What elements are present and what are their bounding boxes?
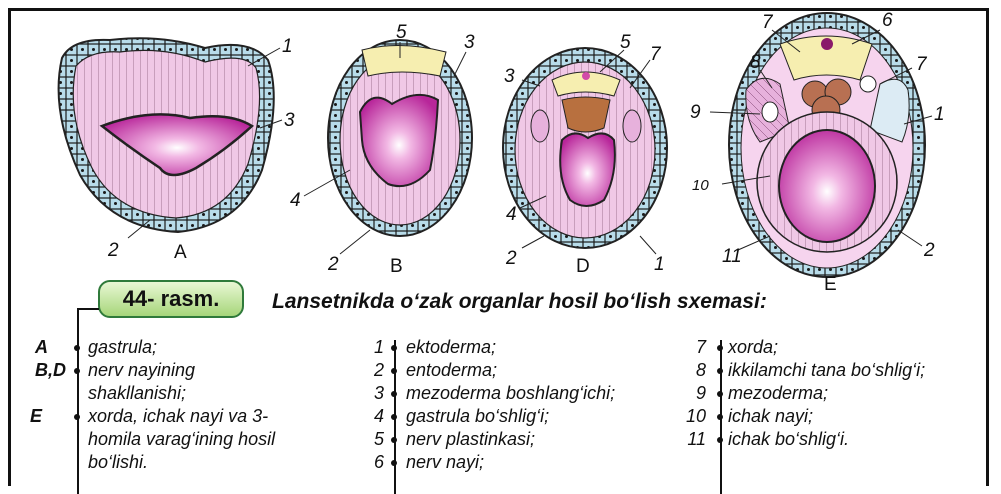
- legend-item: 1 ektoderma;: [360, 336, 700, 359]
- legend-text: xorda, ichak nayi va 3-: [88, 405, 268, 428]
- bullet: [74, 368, 80, 374]
- label-b-3: 3: [464, 32, 475, 53]
- legend-text: homila varag‘ining hosil: [88, 428, 275, 451]
- label-b-4: 4: [290, 190, 301, 211]
- label-d-5: 5: [620, 32, 631, 53]
- legend-number: 6: [360, 451, 384, 474]
- legend-text: ichak nayi;: [728, 405, 813, 428]
- legend-number: 10: [680, 405, 706, 428]
- legend-stages: A gastrula; B,D nerv nayining shakllanis…: [0, 336, 380, 474]
- label-e-2: 2: [923, 240, 935, 261]
- legend-text: bo‘lishi.: [88, 451, 148, 474]
- legend-number: 3: [360, 382, 384, 405]
- legend-text: shakllanishi;: [88, 382, 186, 405]
- legend-numbers-2: 7 xorda; 8 ikkilamchi tana bo‘shlig‘i; 9…: [680, 336, 1000, 451]
- label-d-1: 1: [654, 254, 665, 275]
- label-a-2: 2: [107, 240, 119, 261]
- legend-text: mezoderma boshlang‘ichi;: [406, 382, 615, 405]
- label-d-7: 7: [650, 44, 662, 65]
- legend-stage-e: E xorda, ichak nayi va 3-: [0, 405, 380, 428]
- bullet: [74, 414, 80, 420]
- legend-key: A: [30, 336, 48, 359]
- label-e-7b: 7: [916, 54, 928, 75]
- bullet: [717, 391, 723, 397]
- legend-item: 6 nerv nayi;: [360, 451, 700, 474]
- bullet: [391, 437, 397, 443]
- legend-text: ikkilamchi tana bo‘shlig‘i;: [728, 359, 925, 382]
- panel-letter-a: A: [174, 242, 187, 263]
- label-b-5: 5: [396, 22, 407, 43]
- panel-letter-e: E: [824, 274, 837, 295]
- legend-text: gastrula;: [88, 336, 157, 359]
- label-d-4: 4: [506, 204, 517, 225]
- legend-item: 3 mezoderma boshlang‘ichi;: [360, 382, 700, 405]
- legend-item: 7 xorda;: [680, 336, 1000, 359]
- legend-number: 9: [680, 382, 706, 405]
- legend-stage-bd-cont: shakllanishi;: [0, 382, 380, 405]
- label-d-2: 2: [505, 248, 517, 269]
- bullet: [391, 368, 397, 374]
- label-e-8: 8: [750, 52, 761, 73]
- badge-connector-top: [77, 308, 99, 310]
- bullet: [717, 437, 723, 443]
- legend-text: nerv nayi;: [406, 451, 484, 474]
- bullet: [391, 391, 397, 397]
- legend-numbers-1: 1 ektoderma; 2 entoderma; 3 mezoderma bo…: [360, 336, 700, 474]
- legend-text: ektoderma;: [406, 336, 496, 359]
- legend-text: gastrula bo‘shlig‘i;: [406, 405, 549, 428]
- legend-item: 5 nerv plastinkasi;: [360, 428, 700, 451]
- legend-key: B,D: [16, 359, 66, 382]
- legend-text: nerv plastinkasi;: [406, 428, 535, 451]
- legend-number: 4: [360, 405, 384, 428]
- label-e-11: 11: [722, 246, 742, 267]
- legend-stage-e-cont1: homila varag‘ining hosil: [0, 428, 380, 451]
- figure-badge: 44- rasm.: [98, 280, 244, 318]
- label-a-1: 1: [282, 36, 293, 57]
- legend-item: 2 entoderma;: [360, 359, 700, 382]
- legend-key: E: [30, 405, 42, 428]
- label-e-1: 1: [934, 104, 945, 125]
- legend-item: 11 ichak bo‘shlig‘i.: [680, 428, 1000, 451]
- label-d-3: 3: [504, 66, 515, 87]
- legend-item: 4 gastrula bo‘shlig‘i;: [360, 405, 700, 428]
- legend-number: 1: [360, 336, 384, 359]
- bullet: [74, 345, 80, 351]
- label-e-7a: 7: [762, 12, 774, 33]
- legend-item: 9 mezoderma;: [680, 382, 1000, 405]
- label-e-6: 6: [882, 10, 893, 31]
- figure-title: Lansetnikda o‘zak organlar hosil bo‘lish…: [272, 290, 767, 314]
- legend-text: mezoderma;: [728, 382, 828, 405]
- legend-item: 8 ikkilamchi tana bo‘shlig‘i;: [680, 359, 1000, 382]
- bullet: [717, 368, 723, 374]
- legend-number: 8: [680, 359, 706, 382]
- bullet: [391, 345, 397, 351]
- legend-text: nerv nayining: [88, 359, 195, 382]
- stage-d-embryo: [503, 48, 667, 248]
- legend-text: entoderma;: [406, 359, 497, 382]
- label-e-9: 9: [690, 102, 701, 123]
- legend-text: ichak bo‘shlig‘i.: [728, 428, 849, 451]
- panel-letter-d: D: [576, 256, 590, 277]
- bullet: [391, 460, 397, 466]
- legend-item: 10 ichak nayi;: [680, 405, 1000, 428]
- legend-text: xorda;: [728, 336, 778, 359]
- stage-b-embryo: [328, 40, 472, 236]
- legend-number: 2: [360, 359, 384, 382]
- bullet: [717, 345, 723, 351]
- legend-stage-a: A gastrula;: [0, 336, 380, 359]
- legend-number: 5: [360, 428, 384, 451]
- label-a-3: 3: [284, 110, 295, 131]
- legend-stage-e-cont2: bo‘lishi.: [0, 451, 380, 474]
- label-b-2: 2: [327, 254, 339, 275]
- panel-letter-b: B: [390, 256, 403, 277]
- legend-number: 11: [680, 428, 706, 451]
- bullet: [717, 414, 723, 420]
- bullet: [391, 414, 397, 420]
- legend-stage-bd: B,D nerv nayining: [0, 359, 380, 382]
- legend-number: 7: [680, 336, 706, 359]
- stage-a-embryo: [59, 38, 274, 232]
- label-e-10: 10: [692, 177, 709, 194]
